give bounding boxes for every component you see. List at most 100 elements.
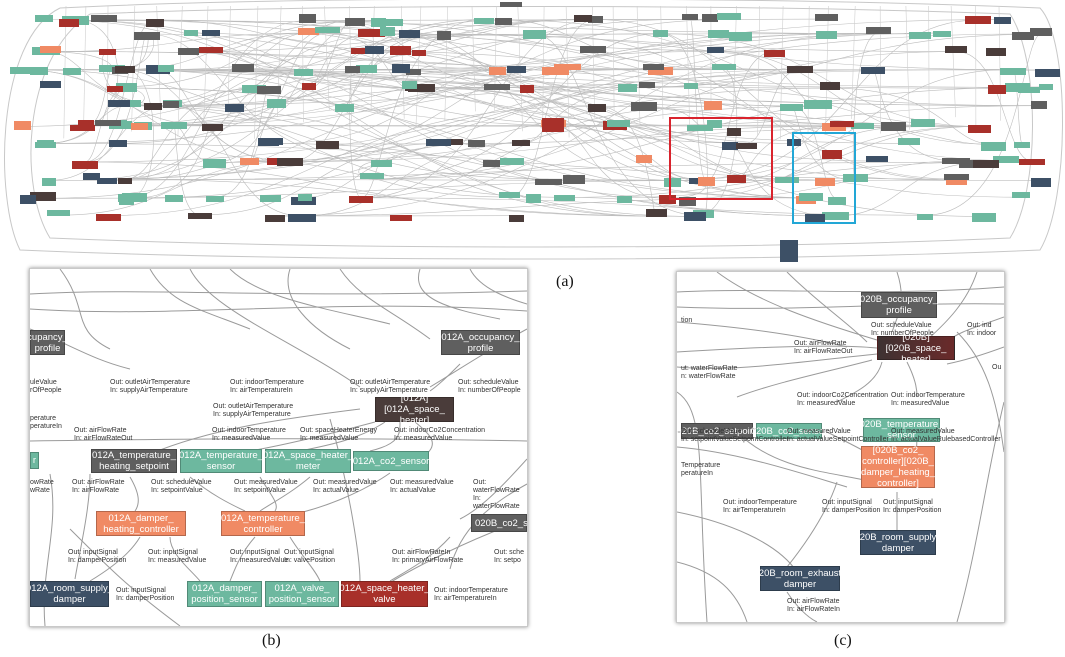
node-clipped-teal-left[interactable]: r	[30, 452, 39, 469]
overview-node	[239, 158, 259, 165]
overview-node	[704, 101, 723, 110]
overview-edge	[177, 5, 183, 137]
overview-node	[69, 124, 95, 132]
overview-node	[522, 30, 547, 39]
overview-edge	[166, 69, 619, 126]
overview-edge	[20, 69, 291, 162]
node-012A-damper-position-sensor[interactable]: 012A_damper_ position_sensor	[187, 581, 262, 607]
node-020B-temperature-sensor[interactable]: 020B_temperature_ sensor	[859, 418, 944, 442]
node-020B-co2-setpoint[interactable]: 020B_co2_setpoint	[677, 423, 758, 439]
overview-node	[370, 160, 392, 167]
overview-node	[815, 178, 835, 186]
overview-node	[302, 82, 317, 91]
overview-node	[727, 174, 746, 184]
overview-node	[943, 173, 969, 181]
overview-node	[315, 141, 339, 150]
overview-edge	[84, 161, 657, 217]
overview-node	[30, 191, 57, 201]
overview-node	[1031, 101, 1047, 109]
edge-label: Out: spaceHeaterEnergy In: measuredValue	[300, 427, 378, 442]
overview-edge	[114, 32, 309, 88]
overview-node	[618, 83, 637, 92]
edge-label: Out: inputSignal In: valvePosition	[284, 549, 335, 564]
overview-edge	[71, 69, 910, 144]
node-012A-occupancy-profile[interactable]: 012A_occupancy_ profile	[441, 330, 520, 355]
overview-node	[606, 120, 630, 128]
node-012A-temperature-controller[interactable]: 012A_temperature_ controller	[221, 511, 305, 536]
node-012A-space-heater-valve[interactable]: 012A_space_heater_ valve	[339, 581, 430, 607]
overview-edge	[44, 19, 575, 181]
node-020B-room-exhaust-damper[interactable]: 020B_room_exhaust_ damper	[753, 566, 847, 591]
overview-edge	[829, 87, 994, 145]
overview-node	[973, 159, 1000, 169]
overview-node	[933, 31, 951, 38]
overview-node	[71, 160, 98, 169]
clipped-label: peratureIn	[30, 423, 62, 430]
clipped-label: perature	[30, 415, 57, 422]
overview-node	[779, 103, 804, 112]
overview-node	[297, 194, 312, 202]
edge-label: Out: outletAirTemperature In: supplyAirT…	[213, 403, 294, 418]
overview-node	[683, 212, 706, 222]
overview-node	[344, 18, 365, 26]
overview-node	[39, 81, 61, 89]
node-012A-space-heater-meter[interactable]: 012A_space_heater_ meter	[262, 449, 354, 473]
overview-edge	[690, 19, 707, 181]
node-012A-space-heater[interactable]: [012A][012A_space_ heater]	[375, 393, 454, 426]
node-020B-co2-sensor[interactable]: 020B_co2_sensor	[751, 423, 827, 439]
node-012A-room-supply-damper[interactable]: 012A_room_supply_ damper	[29, 581, 114, 607]
node-012A-temperature-heating-setpoint[interactable]: 012A_temperature_ heating_setpoint	[91, 449, 177, 473]
overview-node	[116, 83, 137, 92]
overview-edge	[623, 126, 980, 198]
overview-edge	[998, 5, 1001, 121]
edge-label: Out: scheduleValue In: numberOfPeople	[871, 322, 934, 337]
overview-edge	[327, 32, 806, 199]
overview-edge	[4, 0, 1063, 260]
clipped-label: rOfPeople	[30, 387, 62, 394]
overview-node	[702, 14, 719, 22]
node-012A-valve-position-sensor[interactable]: 012A_valve_ position_sensor	[265, 581, 339, 607]
node-012A-co2-sensor[interactable]: 012A_co2_sensor	[353, 451, 429, 471]
overview-edge	[851, 5, 856, 119]
overview-node	[945, 176, 968, 186]
overview-node	[370, 18, 386, 28]
overview-edge	[503, 19, 980, 127]
node-020B-room-supply-damper[interactable]: 020B_room_supply_ damper	[854, 530, 942, 555]
overview-node	[684, 82, 699, 89]
overview-edge	[289, 33, 445, 162]
overview-node	[499, 192, 521, 199]
overview-node	[364, 45, 385, 55]
overview-edge	[91, 178, 575, 181]
overview-node	[942, 158, 970, 165]
overview-edge	[254, 5, 259, 139]
edge-label: Out: measuredValue In: actualValueRuleba…	[891, 428, 1001, 443]
overview-node	[958, 159, 985, 169]
overview-node	[646, 209, 667, 218]
node-012A-temperature-sensor[interactable]: 012A_temperature_ sensor	[179, 449, 263, 473]
overview-node	[981, 142, 1006, 151]
overview-node	[225, 103, 244, 112]
overview-node	[160, 121, 188, 130]
node-012A-damper-heating-controller[interactable]: 012A_damper_ heating_controller	[96, 511, 186, 536]
overview-edge	[1012, 69, 1023, 144]
node-020B-co2-damper-heating-controller[interactable]: [020B_co2_ controller][020B_ damper_heat…	[861, 445, 935, 489]
overview-edge	[91, 69, 874, 180]
node-occupancy-profile-left[interactable]: cupancy_ profile	[29, 330, 68, 355]
overview-edge	[612, 5, 615, 111]
overview-node	[97, 177, 117, 184]
overview-node	[115, 65, 135, 73]
overview-node	[107, 99, 130, 107]
edge-label: Out: outletAirTemperature In: supplyAirT…	[350, 379, 431, 394]
overview-node	[647, 66, 673, 75]
overview-node	[437, 31, 452, 40]
edge-label: Out: inputSignal In: damperPosition	[883, 499, 942, 514]
node-020B-co2-clipped[interactable]: 020B_co2_s	[471, 514, 527, 532]
overview-edge	[357, 50, 1039, 106]
overview-node	[474, 17, 495, 25]
node-020B-occupancy-profile[interactable]: 020B_occupancy_ profile	[859, 292, 939, 318]
node-020B-space-heater[interactable]: [020B][020B_space_ heater]	[877, 332, 955, 365]
overview-edge	[905, 5, 910, 130]
edge-label: Out: ind In: indoor	[967, 322, 997, 337]
overview-node	[380, 27, 396, 36]
overview-node	[774, 176, 800, 184]
